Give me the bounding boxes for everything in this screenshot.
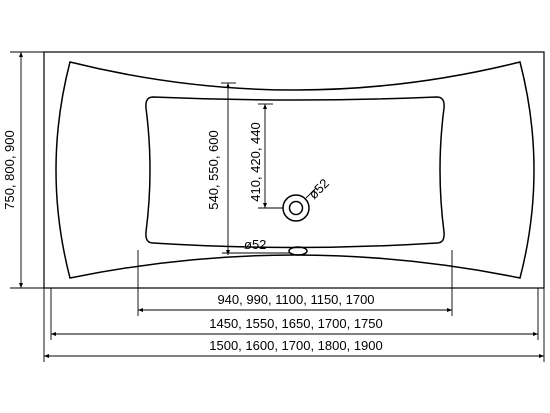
- overflow-icon: [222, 246, 308, 256]
- overall-width-dimension: [10, 51, 44, 289]
- extension-lines: [43, 250, 545, 362]
- bathtub-outline: [43, 51, 545, 289]
- drain-diameter-label: ø52: [306, 176, 332, 202]
- overflow-diameter-label: ø52: [244, 237, 266, 252]
- inner-length-label: 940, 990, 1100, 1150, 1700: [217, 292, 374, 307]
- rim-length-label: 1450, 1550, 1650, 1700, 1750: [209, 316, 383, 331]
- drain-offset-dimension: [258, 103, 283, 209]
- bathtub-rim-contour: [55, 61, 535, 279]
- bathtub-basin-contour: [145, 96, 445, 249]
- overall-width-label: 750, 800, 900: [2, 130, 17, 210]
- overall-length-label: 1500, 1600, 1700, 1800, 1900: [209, 338, 383, 353]
- inner-width-dimension: [221, 82, 236, 255]
- drain-offset-label: 410, 420, 440: [248, 122, 263, 202]
- inner-width-label: 540, 550, 600: [206, 130, 221, 210]
